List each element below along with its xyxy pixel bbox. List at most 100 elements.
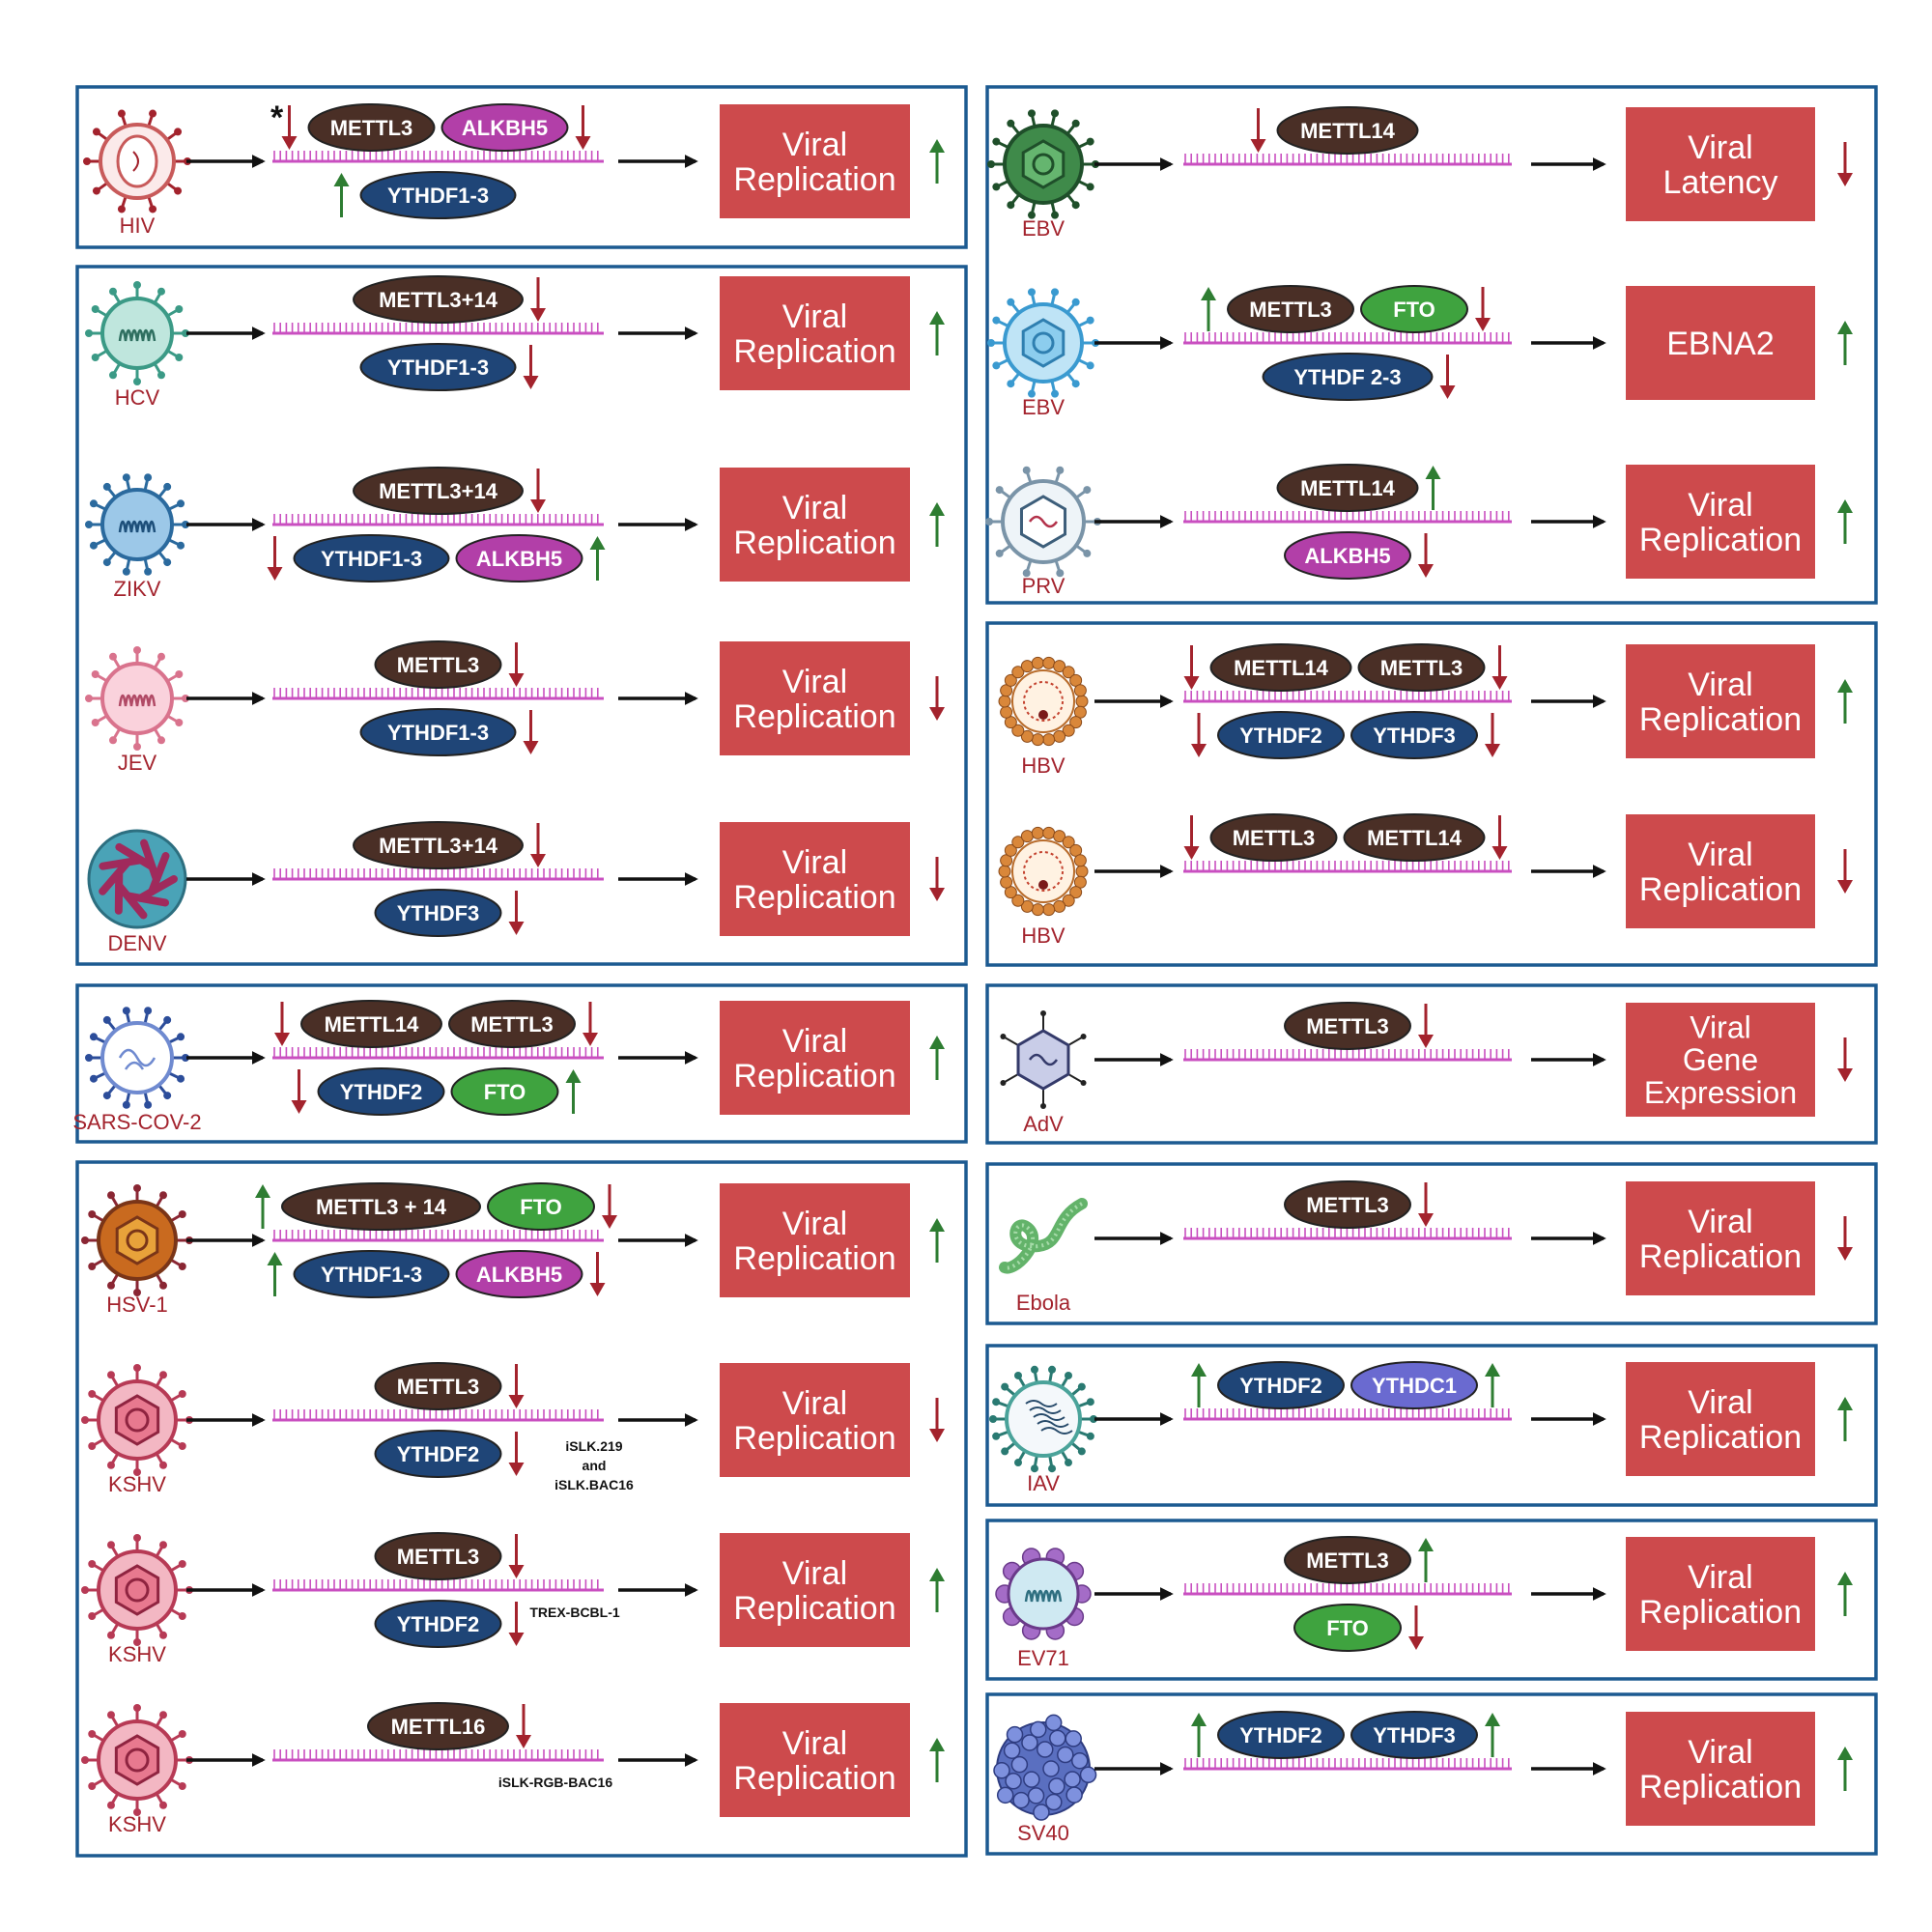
m6a-regulator-fto: FTO <box>1293 1604 1402 1652</box>
mrna-strand <box>272 1230 604 1242</box>
m6a-regulator-alkbh5: ALKBH5 <box>455 534 583 582</box>
regulator-label: YTHDF2 <box>397 1612 480 1636</box>
ebola-virion-icon <box>999 1198 1088 1274</box>
mrna-strand <box>1183 691 1512 703</box>
m6a-regulator-mettl3: METTL3 <box>448 1000 576 1048</box>
denv-virion-icon <box>87 829 187 929</box>
regulator-label: METTL14 <box>1234 656 1329 680</box>
outcome-box <box>1626 1712 1815 1826</box>
outcome-increase-arrow-icon <box>929 311 945 355</box>
regulator-label: METTL3 <box>470 1012 554 1037</box>
virus-name-label: EBV <box>1022 395 1065 419</box>
regulator-label: YTHDF1-3 <box>387 721 489 745</box>
virus-name-label: AdV <box>1023 1112 1064 1136</box>
outcome-increase-arrow-icon <box>929 502 945 547</box>
decrease-arrow-icon <box>508 1432 525 1476</box>
decrease-arrow-icon <box>1191 713 1207 757</box>
m6a-regulator-mettl3: METTL3 <box>307 103 436 152</box>
m6a-regulator-ythdf2: YTHDF2 <box>374 1430 502 1478</box>
panel-frame <box>985 85 1878 605</box>
decrease-arrow-icon <box>530 469 546 513</box>
m6a-regulator-alkbh5: ALKBH5 <box>1284 531 1411 580</box>
decrease-arrow-icon <box>267 536 283 581</box>
outcome-box <box>1626 814 1815 928</box>
m6a-regulator-ythdf2: YTHDF2 <box>317 1067 445 1116</box>
virus-name-label: HCV <box>115 385 160 410</box>
outcome-box <box>720 1183 910 1297</box>
increase-arrow-icon <box>255 1184 270 1229</box>
outcome-decrease-arrow-icon <box>1837 849 1853 894</box>
decrease-arrow-icon <box>508 1602 525 1646</box>
jev-virion-icon <box>85 646 189 751</box>
decrease-arrow-icon <box>1418 533 1434 578</box>
virus-name-label: SARS-COV-2 <box>72 1110 201 1134</box>
decrease-arrow-icon <box>508 891 525 935</box>
m6a-regulator-mettl14: METTL14 <box>1343 813 1486 862</box>
outcome-box <box>720 1363 910 1477</box>
increase-arrow-icon <box>1485 1363 1500 1407</box>
regulator-label: METTL3 <box>1233 826 1316 850</box>
m6a-regulator-ythdf1-3: YTHDF1-3 <box>293 534 450 582</box>
regulator-label: YTHDF3 <box>1373 724 1456 748</box>
m6a-regulator-mettl3-14: METTL3+14 <box>353 467 524 515</box>
outcome-decrease-arrow-icon <box>1837 142 1853 186</box>
regulator-label: METTL3 <box>1249 298 1332 322</box>
mrna-strand <box>272 1047 604 1060</box>
mrna-strand <box>1183 154 1512 166</box>
m6a-regulator-mettl3-14: METTL3+14 <box>353 821 524 869</box>
outcome-box <box>720 104 910 218</box>
outcome-increase-arrow-icon <box>929 1568 945 1612</box>
ebv-virion-icon <box>987 109 1099 219</box>
m6a-regulator-mettl3: METTL3 <box>1209 813 1338 862</box>
m6a-regulator-ythdf2: YTHDF2 <box>374 1600 502 1648</box>
regulator-label: FTO <box>520 1195 562 1219</box>
virus-name-label: ZIKV <box>114 577 161 601</box>
m6a-regulator-mettl3: METTL3 <box>1284 1180 1411 1229</box>
mrna-strand <box>1183 1228 1512 1240</box>
virus-name-label: Ebola <box>1016 1291 1071 1315</box>
mrna-strand <box>272 151 604 163</box>
outcome-increase-arrow-icon <box>1837 1747 1853 1791</box>
mrna-strand <box>1183 861 1512 873</box>
virus-name-label: IAV <box>1027 1471 1060 1495</box>
panel-layer <box>75 85 1878 1858</box>
mrna-strand <box>272 514 604 526</box>
regulator-label: YTHDF1-3 <box>387 184 489 208</box>
m6a-regulator-alkbh5: ALKBH5 <box>455 1250 583 1298</box>
panel-frame <box>75 983 968 1144</box>
decrease-arrow-icon <box>523 710 539 754</box>
outcome-increase-arrow-icon <box>1837 1572 1853 1616</box>
outcome-box <box>1626 107 1815 221</box>
regulator-label: ALKBH5 <box>476 547 562 571</box>
panel-frame <box>985 1692 1878 1856</box>
regulator-label: YTHDF2 <box>397 1442 480 1466</box>
outcome-increase-arrow-icon <box>1837 1397 1853 1441</box>
regulator-label: FTO <box>1326 1616 1369 1640</box>
regulator-label: YTHDF2 <box>1239 1723 1322 1747</box>
decrease-arrow-icon <box>274 1002 290 1046</box>
decrease-arrow-icon <box>508 642 525 687</box>
m6a-regulator-ythdf3: YTHDF3 <box>1350 1711 1478 1759</box>
panel-frame <box>75 1160 968 1858</box>
m6a-regulator-mettl3: METTL3 <box>1284 1536 1411 1584</box>
outcome-box <box>1626 1537 1815 1651</box>
outcome-decrease-arrow-icon <box>1837 1037 1853 1082</box>
